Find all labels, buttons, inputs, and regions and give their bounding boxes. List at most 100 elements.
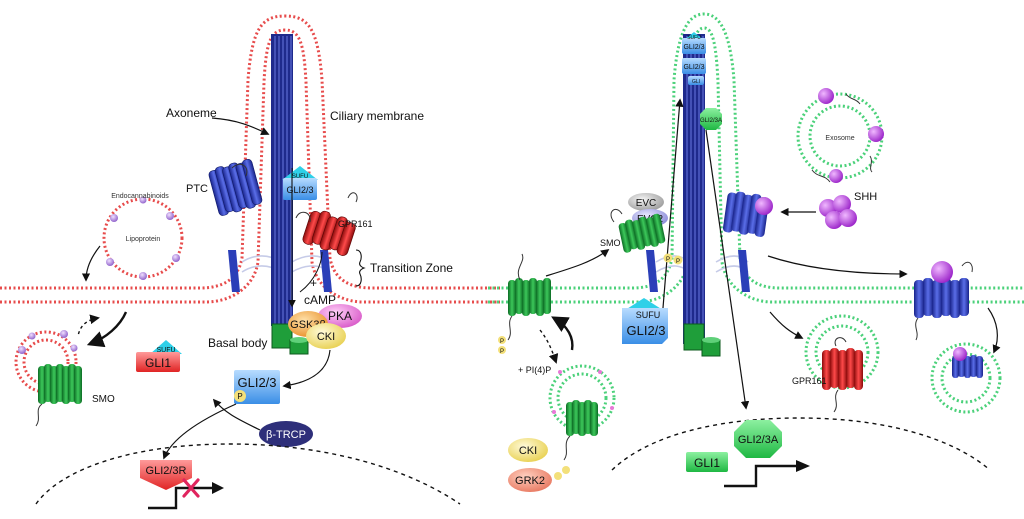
gli-entry-arrow (661, 98, 684, 321)
gli-tip-stack: SUFU GLI2/3 GLI2/3 GLI (682, 32, 706, 85)
evc-label: EVC (636, 198, 657, 209)
grk2-enzyme (508, 468, 552, 492)
sufu-small-label: SUFU (292, 174, 308, 180)
cki-enzyme-right (508, 438, 548, 462)
lipoprotein-particle (102, 196, 184, 280)
gli1-label-right: GLI1 (694, 456, 720, 470)
smo-p1-label: P (666, 257, 670, 263)
smo-recycle-arrow-dashed (77, 314, 100, 337)
cki-label-right: CKI (519, 445, 537, 457)
ptc-internalize-arrow (987, 307, 1001, 354)
pka-label: PKA (328, 309, 352, 323)
gli23-top1-label: GLI2/3 (683, 44, 704, 51)
repression-cross-icon (182, 478, 200, 498)
right-panel-on-state: SUFU GLI2/3 GLI2/3 GLI GLI2/3A Exosome (488, 12, 1024, 492)
axoneme-label: Axoneme (166, 106, 217, 120)
evc-protein (628, 193, 664, 211)
gli23r-label: GLI2/3R (146, 465, 187, 477)
sufu-gli23-base: SUFU GLI2/3 (622, 298, 668, 344)
smo-vesicle-arrow-dashed (539, 329, 559, 364)
smo-p2-label: P (676, 259, 680, 265)
gli23a-cilium: GLI2/3A (700, 108, 722, 130)
exosome-label: Exosome (825, 135, 854, 142)
nucleus-right (611, 417, 991, 471)
gli23-box-label: GLI2/3 (626, 323, 665, 338)
sufu-gli1-sufu-label: SUFU (156, 347, 175, 354)
plus-sign: + (310, 276, 317, 290)
smo-vesicle-left (14, 330, 82, 427)
gli1-nucleus: GLI1 (686, 452, 728, 472)
ciliary-membrane-right (488, 12, 1024, 304)
smo-label-cilium: SMO (600, 238, 621, 248)
kinase-to-gli-arrow (282, 349, 331, 390)
btrcp-label: β-TRCP (266, 429, 306, 441)
basal-body-label: Basal body (208, 336, 267, 350)
transition-zone-label: Transition Zone (370, 261, 453, 275)
smo-phospho-cilium: P P (663, 253, 683, 265)
gli1-label-left: GLI1 (145, 356, 171, 370)
gpr161-vesicle (804, 314, 880, 413)
ptc-shh-complex-membrane (914, 261, 973, 341)
gli23-top2-label: GLI2/3 (683, 64, 704, 71)
gli23r-repressor: GLI2/3R (140, 460, 192, 490)
ciliary-membrane-left (0, 14, 500, 304)
pi4p-label: + PI(4)P (518, 365, 551, 375)
gli-tiny-label: GLI (692, 79, 700, 85)
gli23a-cilium-label: GLI2/3A (700, 118, 722, 124)
phospho-p-label: P (237, 392, 242, 401)
ptc-label: PTC (186, 183, 208, 195)
axoneme-arrow (211, 117, 270, 135)
endocannabinoids-label: Endocannabinoids (111, 193, 169, 200)
gene-promoter-left (148, 478, 224, 510)
gpr161-label-left: GPR161 (338, 219, 373, 229)
gli23-phospho-label: GLI2/3 (237, 375, 276, 390)
sufu-box-label: SUFU (636, 310, 661, 320)
smo-label-left: SMO (92, 394, 115, 405)
gpr161-to-camp-arrow (299, 251, 323, 293)
ptc-receptor-left (208, 159, 263, 216)
transition-zone-brace (355, 249, 366, 287)
smo-pm-p1-label: P (500, 339, 504, 345)
ciliary-membrane-label: Ciliary membrane (330, 109, 424, 123)
smo-pm-p2-label: P (500, 349, 504, 355)
gpr161-label-right: GPR161 (792, 376, 827, 386)
gli23a-nucleus: GLI2/3A (734, 420, 782, 458)
exosome: Exosome (796, 88, 884, 183)
gpr161-internalize-arrow (769, 311, 804, 339)
smo-active-cilium (610, 209, 666, 253)
smo-vesicle-arrow-solid (551, 316, 574, 351)
smo-recycle-arrow-solid (86, 311, 128, 348)
ptc-shh-vesicle (930, 342, 1002, 414)
grk2-label: GRK2 (515, 475, 545, 487)
nucleus-left (35, 443, 461, 505)
axoneme-right (683, 34, 705, 344)
btrcp-enzyme (259, 421, 313, 447)
sufu-gli1-complex: SUFU GLI1 (136, 340, 182, 372)
gpr161-receptor-left (295, 192, 358, 256)
pka-enzyme (318, 304, 362, 328)
transition-zone-rods-right (646, 250, 750, 292)
camp-label: cAMP (304, 293, 336, 307)
lipoprotein-arrow (81, 245, 101, 282)
ptc-shh-to-membrane-arrow (767, 255, 908, 279)
smo-plasma-membrane: P P (498, 253, 551, 355)
ptc-shh-complex-cilium (722, 191, 773, 237)
btrcp-to-gli-arrow (212, 398, 261, 431)
gene-promoter-right (724, 460, 810, 488)
gli-to-repressor-arrow (162, 403, 237, 460)
basal-body-right (683, 323, 721, 357)
shh-ligand (819, 195, 857, 229)
cki-enzyme-left (306, 323, 346, 349)
sufu-top-label: SUFU (687, 35, 701, 41)
transition-zone-rods-left (228, 250, 332, 292)
smo-to-cilium-arrow (545, 248, 610, 277)
left-panel-off-state: Axoneme Ciliary membrane PTC SUFU GLI2/3 (0, 14, 500, 510)
smo-vesicle-right (548, 364, 616, 480)
cki-label-left: CKI (317, 331, 335, 343)
gli23a-nucleus-label: GLI2/3A (738, 434, 779, 446)
shh-label: SHH (854, 191, 877, 203)
lipoprotein-label: Lipoprotein (126, 236, 161, 243)
gli23-cilium-label: GLI2/3 (286, 185, 313, 195)
basal-body-left (271, 323, 309, 355)
